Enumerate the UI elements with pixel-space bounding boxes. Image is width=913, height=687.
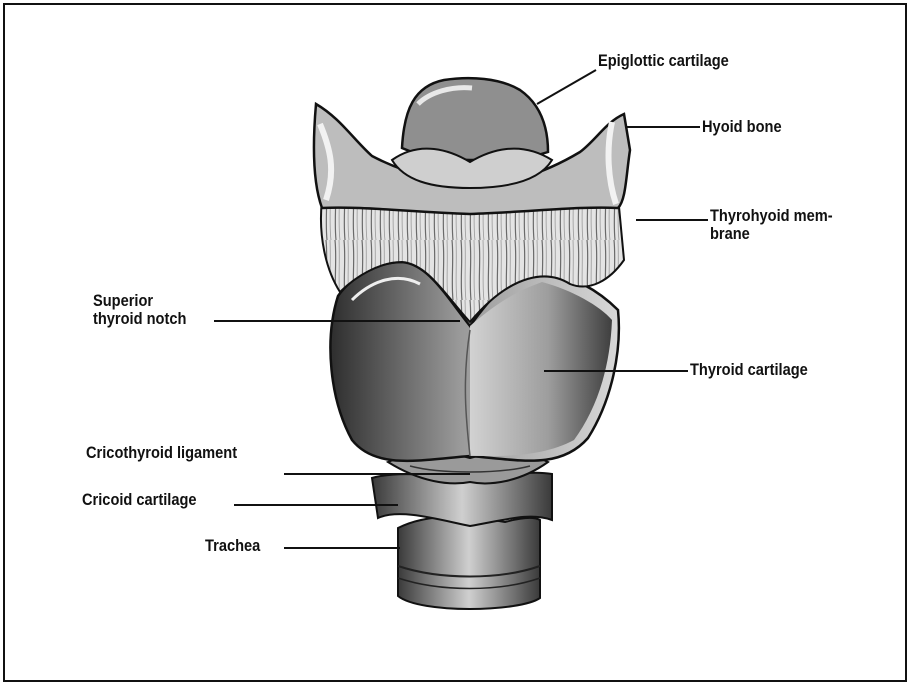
label-superior-thyroid-notch-line1: Superior — [93, 292, 153, 310]
label-hyoid-bone: Hyoid bone — [702, 118, 782, 136]
label-cricoid-cartilage: Cricoid cartilage — [82, 491, 197, 509]
leader-epiglottic — [537, 70, 596, 104]
label-trachea: Trachea — [205, 537, 260, 555]
label-cricothyroid-ligament: Cricothyroid ligament — [86, 444, 237, 462]
trachea-shape — [398, 517, 540, 609]
label-superior-thyroid-notch-line2: thyroid notch — [93, 310, 186, 328]
epiglottic-cartilage-shape — [392, 78, 552, 188]
label-epiglottic-cartilage: Epiglottic cartilage — [598, 52, 729, 70]
label-thyrohyoid-membrane-line2: brane — [710, 225, 750, 243]
label-thyroid-cartilage: Thyroid cartilage — [690, 361, 808, 379]
label-thyrohyoid-membrane-line1: Thyrohyoid mem- — [710, 207, 833, 225]
